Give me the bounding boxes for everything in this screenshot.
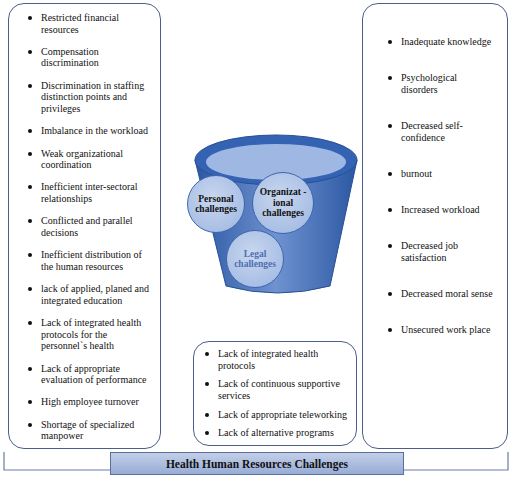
challenge-circle: Legal challenges <box>226 230 284 288</box>
bullet-item: Lack of alternative programs <box>218 427 348 439</box>
bullet-item: Increased workload <box>401 204 493 216</box>
bullet-item: Lack of integrated health protocols <box>218 348 348 371</box>
bullet-item: Restricted financial resources <box>41 12 152 35</box>
solution-list-box: Lack of integrated health protocolsLack … <box>193 341 357 446</box>
circle-label: Legal challenges <box>231 249 279 270</box>
bullet-item: Lack of continuous supportive services <box>218 378 348 401</box>
bullet-item: Lack of appropriate evaluation of perfor… <box>41 363 152 386</box>
bullet-item: burnout <box>401 168 493 180</box>
circle-label: Personal challenges <box>192 194 240 215</box>
bullet-item: Lack of integrated health protocols for … <box>41 317 152 352</box>
bullet-item: High employee turnover <box>41 396 152 408</box>
bullet-item: Psychological disorders <box>401 72 493 95</box>
bullet-item: Weak organizational coordination <box>41 148 152 171</box>
cause-list-box: Restricted financial resourcesCompensati… <box>8 3 161 449</box>
bullet-item: Decreased job satisfaction <box>401 240 493 263</box>
bullet-item: Inefficient distribution of the human re… <box>41 249 152 272</box>
bullet-item: Conflicted and parallel decisions <box>41 215 152 238</box>
bullet-item: Decreased self-confidence <box>401 120 493 143</box>
effect-list-box: Inadequate knowledgePsychological disord… <box>362 3 508 449</box>
circle-label: Organizat -ional challenges <box>258 187 308 219</box>
bullet-item: Shortage of specialized manpower <box>41 419 152 442</box>
challenge-circle: Personal challenges <box>187 175 245 233</box>
title-band: Health Human Resources Challenges <box>110 452 404 475</box>
bullet-item: lack of applied, planed and integrated e… <box>41 283 152 306</box>
bullet-item: Inadequate knowledge <box>401 36 493 48</box>
challenge-circle: Organizat -ional challenges <box>252 172 314 234</box>
bullet-item: Decreased moral sense <box>401 288 493 300</box>
bullet-item: Imbalance in the workload <box>41 125 152 137</box>
bullet-item: Discrimination in staffing distinction p… <box>41 80 152 115</box>
band-title: Health Human Resources Challenges <box>166 458 348 470</box>
bullet-item: Lack of appropriate teleworking <box>218 409 348 421</box>
bullet-item: Unsecured work place <box>401 324 493 336</box>
bullet-item: Inefficient inter-sectoral relationships <box>41 181 152 204</box>
bullet-item: Compensation discrimination <box>41 46 152 69</box>
